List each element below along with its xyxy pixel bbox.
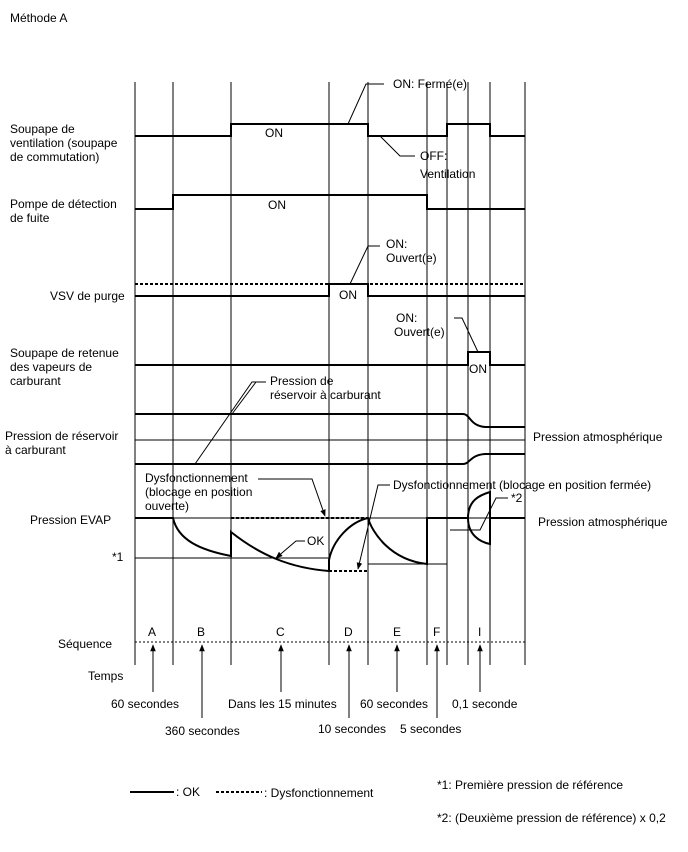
legend-ok-label: : OK — [176, 785, 200, 799]
time-c: Dans les 15 minutes — [228, 697, 337, 711]
diagram-title: Méthode A — [10, 11, 67, 25]
tank-callout-2: réservoir à carburant — [270, 388, 381, 402]
tank-callout-leader-2 — [194, 381, 266, 465]
purge-open-callout-2: Ouvert(e) — [386, 251, 437, 265]
check-valve-label-3: carburant — [10, 374, 61, 388]
leak-pump-label-1: Pompe de détection — [10, 197, 117, 211]
sequence-step-b: B — [197, 625, 205, 639]
leak-pump-on-label: ON — [268, 198, 286, 212]
tank-callout-1: Pression de — [270, 374, 334, 388]
note-ref2: *2: (Deuxième pression de référence) x 0… — [437, 811, 666, 825]
check-open-callout-1: ON: — [396, 311, 417, 325]
malfunction-open-2: (blocage en position — [145, 485, 252, 499]
sequence-step-d: D — [344, 625, 353, 639]
sequence-step-i: I — [478, 625, 481, 639]
ref2-marker: *2 — [511, 491, 523, 505]
time-b: 360 secondes — [165, 724, 240, 738]
ref1-marker: *1 — [112, 550, 124, 564]
ref2-leader — [450, 497, 508, 531]
atm-pressure-label-tank: Pression atmosphérique — [533, 430, 663, 444]
vent-valve-label-2: ventilation (soupape — [10, 136, 118, 150]
time-label: Temps — [88, 669, 123, 683]
off-vent-callout-2: Ventilation — [420, 167, 475, 181]
on-closed-leader — [347, 83, 384, 125]
vent-valve-label-3: de commutation) — [10, 150, 99, 164]
off-vent-callout-1: OFF: — [420, 149, 447, 163]
malfunction-open-3: ouverte) — [145, 499, 189, 513]
vent-valve-label-1: Soupape de — [10, 122, 75, 136]
legend-malfunction-label: : Dysfonctionnement — [264, 786, 374, 800]
sequence-step-c: C — [276, 625, 285, 639]
evap-ok-trace — [135, 490, 525, 573]
leak-pump-label-2: de fuite — [10, 211, 50, 225]
malfunction-closed: Dysfonctionnement (blocage en position f… — [393, 478, 651, 492]
tank-pressure-label-2: à carburant — [5, 443, 66, 457]
evap-pressure-label: Pression EVAP — [30, 513, 111, 527]
on-closed-callout: ON: Fermé(e) — [393, 77, 467, 91]
vent-valve-on-label: ON — [265, 126, 283, 140]
malfunction-open-1: Dysfonctionnement — [145, 471, 248, 485]
time-d: 10 secondes — [318, 722, 386, 736]
check-open-leader — [454, 317, 479, 353]
purge-vsv-on-label: ON — [339, 288, 357, 302]
check-open-callout-2: Ouvert(e) — [394, 325, 445, 339]
vent-valve-signal — [135, 123, 525, 137]
sequence-step-f: F — [433, 625, 440, 639]
purge-open-leader — [349, 245, 380, 285]
atm-pressure-label-evap: Pression atmosphérique — [538, 515, 668, 529]
tank-pressure-label-1: Pression de réservoir — [5, 429, 118, 443]
purge-open-callout-1: ON: — [386, 237, 407, 251]
sequence-label: Séquence — [58, 637, 112, 651]
sequence-step-e: E — [393, 625, 401, 639]
ok-leader — [275, 540, 305, 559]
time-i: 0,1 seconde — [452, 697, 518, 711]
phase-grid — [134, 82, 526, 665]
time-f: 5 secondes — [400, 722, 461, 736]
check-valve-signal — [135, 351, 525, 366]
tank-pressure-upper-trace — [135, 413, 525, 428]
tank-pressure-lower-trace — [135, 453, 525, 465]
time-a: 60 secondes — [111, 697, 179, 711]
ok-callout: OK — [307, 534, 324, 548]
malfunction-closed-leader — [356, 484, 390, 570]
duration-arrows — [150, 644, 483, 718]
sequence-step-a: A — [148, 625, 156, 639]
malfunction-open-leader — [258, 478, 326, 517]
leak-pump-signal — [135, 194, 525, 210]
purge-vsv-label: VSV de purge — [50, 289, 125, 303]
note-ref1: *1: Première pression de référence — [437, 778, 623, 792]
off-vent-leader — [379, 135, 415, 157]
check-valve-on-label: ON — [469, 362, 487, 376]
check-valve-label-2: des vapeurs de — [10, 360, 92, 374]
purge-vsv-signal — [135, 283, 525, 297]
check-valve-label-1: Soupape de retenue — [10, 346, 119, 360]
time-e: 60 secondes — [360, 697, 428, 711]
